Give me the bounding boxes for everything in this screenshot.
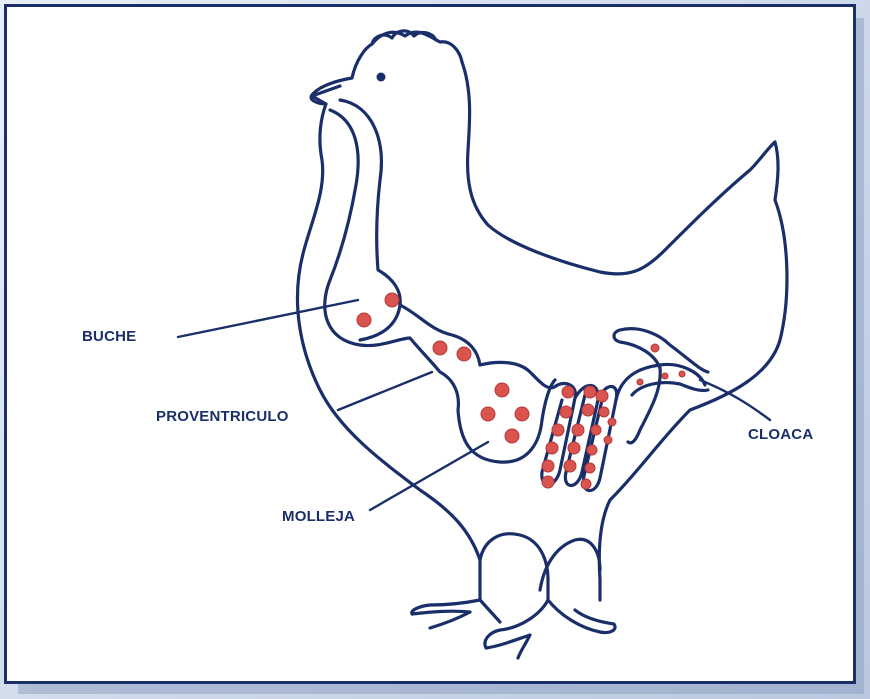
food-particle [546, 442, 558, 454]
food-particle [515, 407, 529, 421]
legs [412, 534, 615, 658]
food-particle [599, 407, 609, 417]
food-particle [542, 476, 554, 488]
food-particle [582, 404, 594, 416]
food-particle [591, 425, 601, 435]
food-particle [457, 347, 471, 361]
label-proventriculo: PROVENTRICULO [156, 408, 289, 425]
food-particle [568, 442, 580, 454]
food-particle [564, 460, 576, 472]
food-particle [651, 344, 659, 352]
food-particle [637, 379, 643, 385]
food-particle [505, 429, 519, 443]
food-particle [542, 460, 554, 472]
food-particle [608, 418, 616, 426]
comb [372, 31, 436, 44]
buche-leader [178, 300, 358, 337]
food-particle [385, 293, 399, 307]
food-particle [560, 406, 572, 418]
food-particle [562, 386, 574, 398]
label-molleja: MOLLEJA [282, 508, 355, 525]
chicken-body-outline [297, 32, 786, 600]
eye [377, 73, 386, 82]
food-particle [572, 424, 584, 436]
molleja-leader [370, 442, 488, 510]
cloaca-tract [614, 329, 708, 443]
food-particle [585, 463, 595, 473]
food-particle [584, 386, 596, 398]
food-particle [581, 479, 591, 489]
food-particle [679, 371, 685, 377]
food-particle [481, 407, 495, 421]
food-particle [662, 373, 668, 379]
label-buche: BUCHE [82, 328, 136, 345]
food-particle [596, 390, 608, 402]
food-particle [357, 313, 371, 327]
food-particle [587, 445, 597, 455]
food-particle [604, 436, 612, 444]
food-particle [495, 383, 509, 397]
proventriculo-leader [338, 372, 432, 410]
food-particle [433, 341, 447, 355]
label-cloaca: CLOACA [748, 426, 813, 443]
food-particle [552, 424, 564, 436]
